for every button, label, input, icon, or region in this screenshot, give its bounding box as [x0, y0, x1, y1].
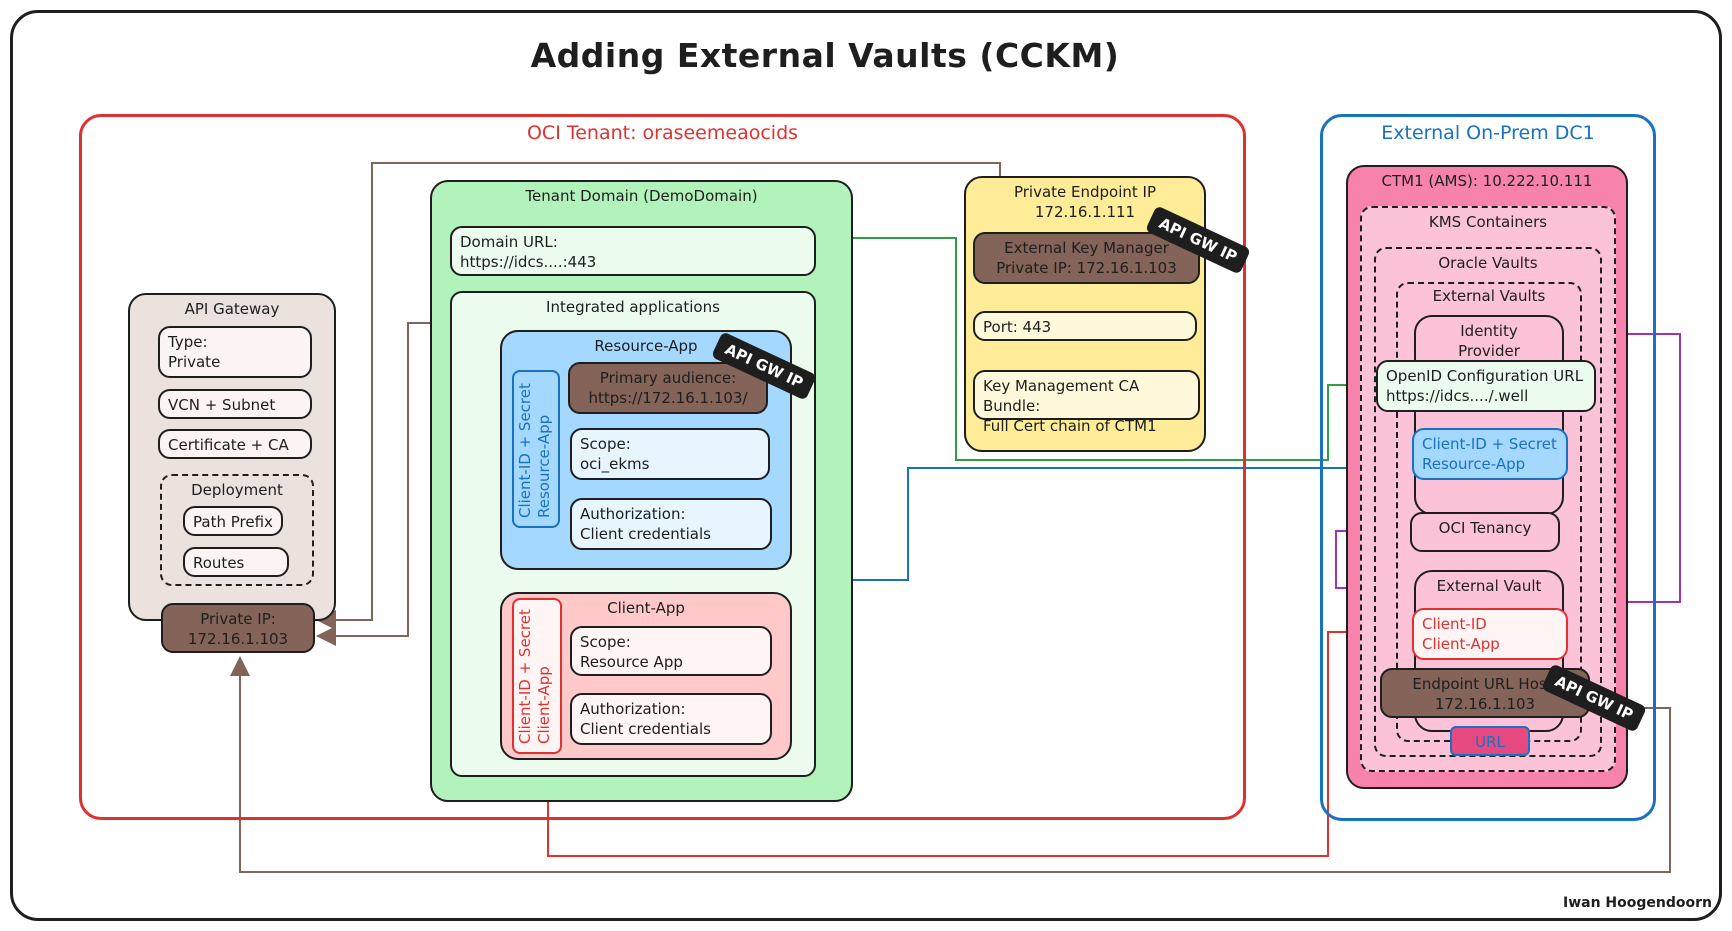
external-dc-label: External On-Prem DC1 [1381, 122, 1595, 144]
resource-app-authorization: Authorization: Client credentials [570, 498, 772, 550]
api-gateway-label: API Gateway [184, 300, 280, 318]
idp-client-id-secret: Client-ID + Secret Resource-App [1412, 428, 1568, 480]
diagram-frame [10, 10, 1722, 921]
author-signature: Iwan Hoogendoorn [1563, 895, 1712, 911]
endpoint-port: Port: 443 [973, 311, 1197, 341]
client-app-label: Client-App [607, 599, 685, 617]
oci-tenant-container: OCI Tenant: oraseemeaocids [79, 114, 1246, 820]
identity-provider: Identity Provider [1414, 315, 1564, 515]
gateway-type: Type: Private [158, 326, 312, 378]
gateway-certificate: Certificate + CA [158, 429, 312, 459]
identity-provider-label: Identity Provider [1458, 322, 1520, 360]
integrated-applications-label: Integrated applications [546, 298, 720, 316]
vault-client-id: Client-ID Client-App [1412, 608, 1568, 660]
gateway-private-ip: Private IP: 172.16.1.103 [161, 603, 315, 653]
client-app-client-id-secret: Client-ID + Secret Client-App [512, 598, 562, 754]
kms-containers-label: KMS Containers [1428, 213, 1548, 231]
private-endpoint-label: Private Endpoint IP 172.16.1.111 [1013, 183, 1157, 221]
resource-app-label: Resource-App [594, 337, 698, 355]
external-dc-container: External On-Prem DC1 [1320, 114, 1656, 821]
deployment-label: Deployment [191, 481, 283, 499]
client-app-scope: Scope: Resource App [570, 626, 772, 676]
tenant-domain-label: Tenant Domain (DemoDomain) [525, 187, 758, 205]
ca-bundle: Key Management CA Bundle: Full Cert chai… [973, 370, 1200, 435]
external-key-manager: External Key Manager Private IP: 172.16.… [973, 232, 1200, 284]
resource-app-scope: Scope: oci_ekms [570, 428, 770, 480]
url-button[interactable]: URL [1450, 726, 1530, 756]
endpoint-url-host: Endpoint URL Host: 172.16.1.103 [1380, 668, 1590, 718]
client-app-authorization: Authorization: Client credentials [570, 693, 772, 745]
external-vaults-label: External Vaults [1432, 287, 1546, 305]
ctm-label: CTM1 (AMS): 10.222.10.111 [1381, 172, 1593, 190]
diagram-title: Adding External Vaults (CCKM) [530, 36, 1120, 75]
domain-url: Domain URL: https://idcs....:443 [450, 226, 816, 276]
oracle-vaults-label: Oracle Vaults [1438, 254, 1538, 272]
resource-app-client-id-secret: Client-ID + Secret Resource-App [512, 370, 560, 528]
openid-configuration-url: OpenID Configuration URL https://idcs...… [1376, 360, 1596, 412]
deployment-path-prefix: Path Prefix [183, 506, 283, 536]
deployment-routes: Routes [183, 547, 289, 577]
oci-tenancy: OCI Tenancy [1410, 512, 1560, 552]
resource-app-primary-audience: Primary audience: https://172.16.1.103/ [568, 362, 768, 414]
gateway-vcn-subnet: VCN + Subnet [158, 389, 312, 419]
external-vault-label: External Vault [1436, 577, 1542, 595]
oci-tenant-label: OCI Tenant: oraseemeaocids [526, 122, 799, 144]
